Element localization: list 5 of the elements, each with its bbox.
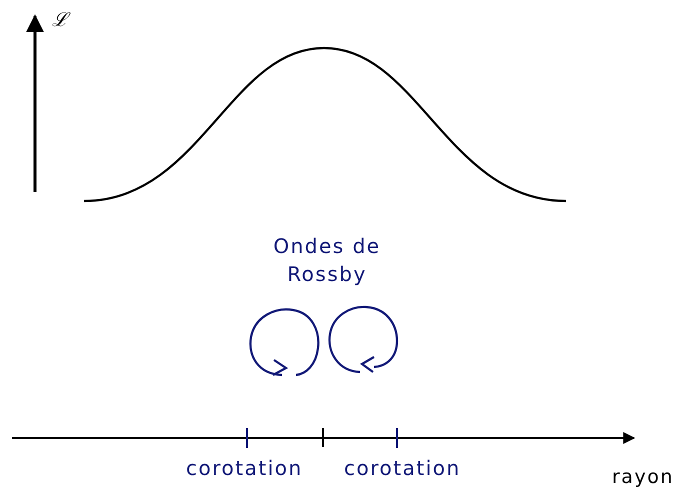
corotation-label: corotation	[344, 456, 461, 480]
axis-label: ℒ	[52, 8, 70, 32]
wave-label: Ondes de Rossby	[272, 233, 382, 288]
axis-label: rayon	[612, 466, 674, 488]
corotation-label: corotation	[186, 456, 303, 480]
